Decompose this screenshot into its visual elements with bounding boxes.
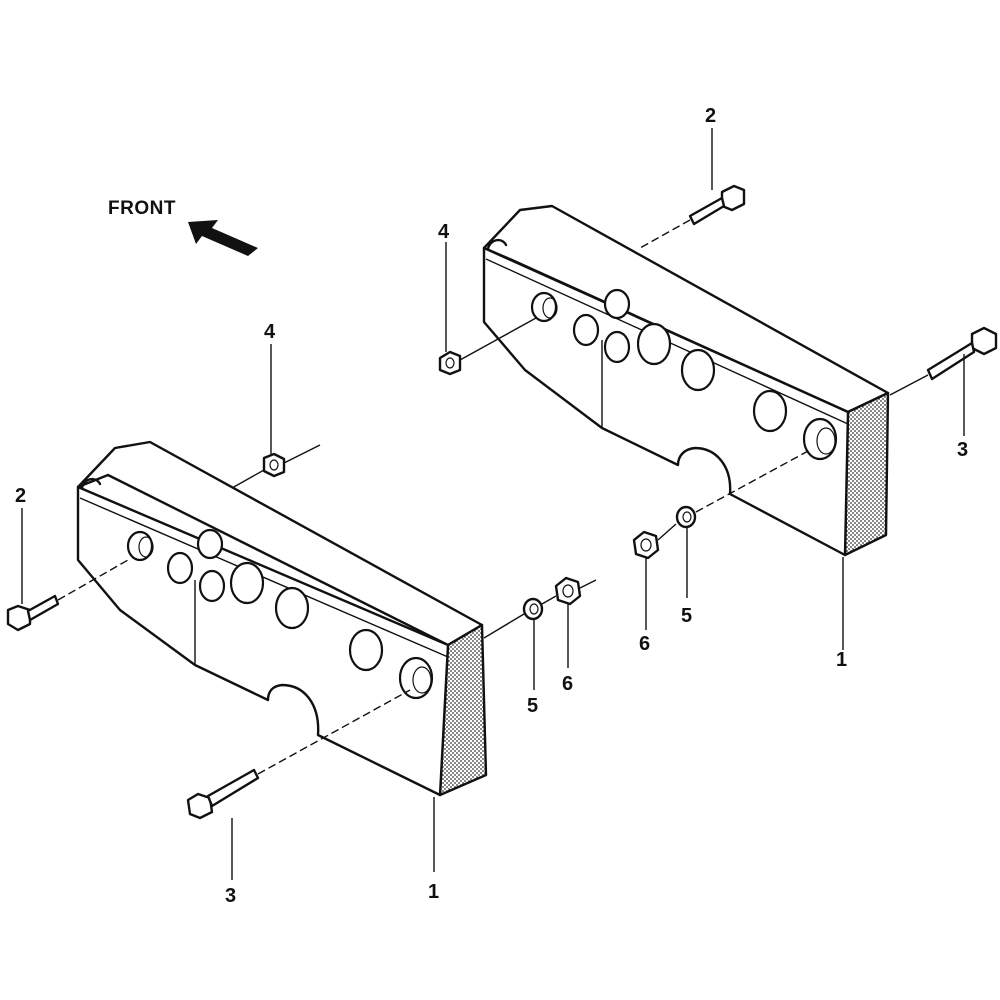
nut-right-6-icon [632, 530, 660, 560]
bolt-left-3-icon [186, 689, 411, 820]
bolt-right-3-icon [889, 326, 998, 396]
front-direction-arrow-icon [188, 220, 258, 256]
bolt-left-2-icon [6, 559, 129, 632]
right-block-holes [530, 288, 838, 461]
washer-left-5-icon [522, 597, 544, 621]
callout-right-1: 1 [836, 649, 847, 671]
callout-left-5: 5 [527, 695, 538, 717]
bolt-right-2-icon [639, 184, 746, 249]
washer-right-5-icon [675, 505, 697, 529]
callout-right-6: 6 [639, 633, 650, 655]
nut-left-6-icon [554, 576, 582, 606]
callout-right-5: 5 [681, 605, 692, 627]
callout-left-6: 6 [562, 673, 573, 695]
nut-right-4-icon [438, 317, 537, 376]
callout-left-1: 1 [428, 881, 439, 903]
counterweight-left [76, 440, 488, 797]
callout-left-3: 3 [225, 885, 236, 907]
counterweight-right [482, 204, 890, 557]
callout-right-3: 3 [957, 439, 968, 461]
left-block-holes [126, 528, 434, 700]
nut-left-4-icon [231, 444, 321, 489]
front-label: FRONT [108, 198, 176, 219]
callout-left-4: 4 [264, 321, 276, 343]
callout-right-4: 4 [438, 221, 450, 243]
callout-right-2: 2 [705, 105, 716, 127]
callout-labels: 2 3 4 5 6 1 2 4 3 6 5 1 [15, 105, 968, 907]
callout-left-2: 2 [15, 485, 26, 507]
